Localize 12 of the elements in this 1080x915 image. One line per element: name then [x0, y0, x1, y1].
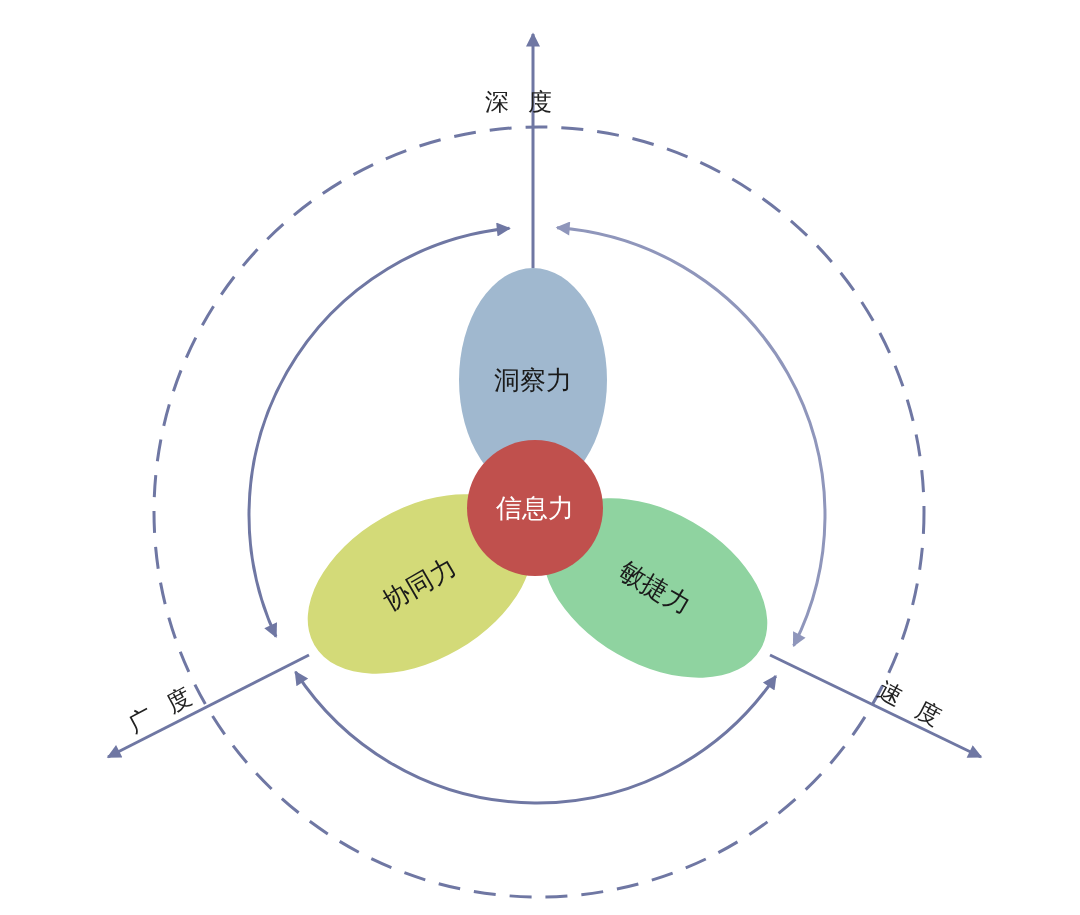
node-label: 信息力 [496, 491, 574, 525]
axis-label: 广度 [122, 672, 214, 741]
curved-arrow [294, 670, 777, 805]
node-label: 协同力 [377, 550, 462, 619]
axis-arrow [526, 32, 540, 268]
axis-arrow [769, 653, 983, 759]
axis-label: 速度 [872, 674, 964, 743]
node-label: 敏捷力 [612, 554, 698, 623]
curved-arrow [555, 222, 827, 648]
node-label: 洞察力 [494, 363, 572, 397]
curved-arrow [247, 223, 511, 638]
axis-arrow [106, 653, 310, 759]
